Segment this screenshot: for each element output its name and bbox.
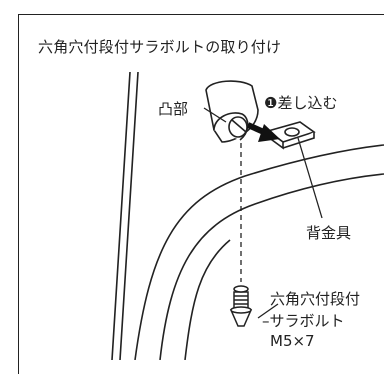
- step-text: 差し込む: [277, 94, 338, 112]
- bolt-label-line2: –サラボルト: [262, 312, 345, 330]
- leader-lines: [203, 107, 323, 319]
- back-metal-label: 背金具: [306, 224, 352, 242]
- figure-frame: [18, 14, 384, 374]
- assembly-illustration: [111, 71, 384, 360]
- bolt-icon: [229, 285, 253, 327]
- leg-tubes: [111, 71, 139, 360]
- protrusion-part: [205, 80, 259, 143]
- step-instruction: ❶差し込む: [264, 92, 337, 113]
- insert-arrow: [246, 122, 280, 142]
- figure-title: 六角穴付段付サラボルトの取り付け: [38, 38, 282, 56]
- protrusion-label: 凸部: [158, 100, 189, 118]
- seat-frame-tubes: [134, 144, 384, 360]
- step-number: ❶: [264, 94, 278, 112]
- bolt-label-line3: M5×7: [270, 332, 315, 350]
- bolt-label-line1: 六角穴付段付: [270, 290, 361, 308]
